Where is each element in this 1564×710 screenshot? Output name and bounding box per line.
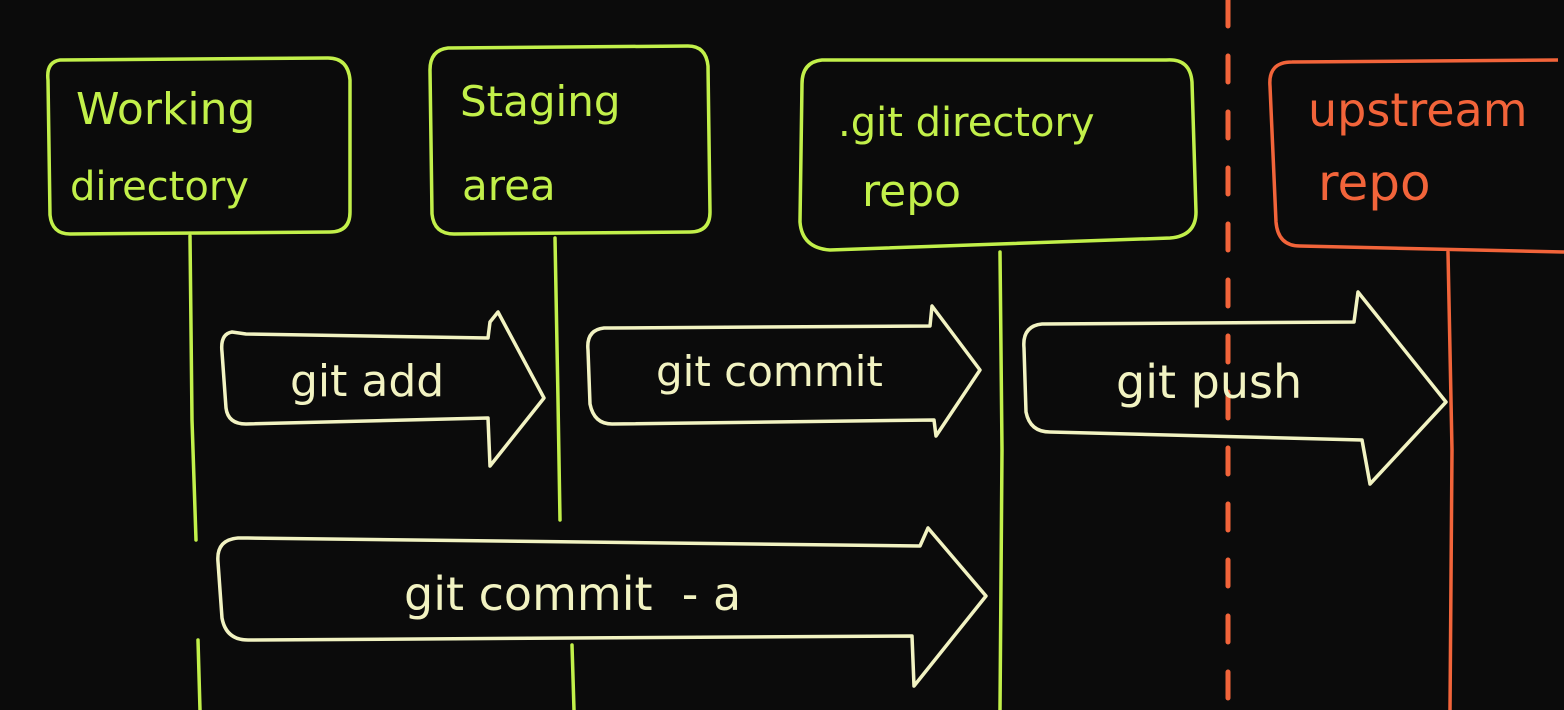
area-upstream-label-2: repo bbox=[1318, 154, 1431, 212]
area-gitdir-box bbox=[798, 58, 1198, 252]
arrow-git-add-label: git add bbox=[290, 356, 444, 407]
area-working-box bbox=[46, 56, 352, 236]
area-working-label-2: directory bbox=[70, 164, 249, 210]
area-staging-box bbox=[428, 44, 712, 236]
lifeline-gitdir bbox=[998, 250, 1004, 710]
arrow-git-push: git push bbox=[1022, 290, 1448, 486]
area-gitdir-label-1: .git directory bbox=[838, 100, 1095, 146]
arrow-git-commit-a-label: git commit - a bbox=[404, 567, 741, 621]
arrow-git-commit-shape bbox=[586, 304, 982, 438]
arrow-git-commit-a-shape bbox=[216, 526, 988, 688]
lifeline-working bbox=[188, 234, 202, 710]
arrow-git-add: git add bbox=[219, 310, 546, 468]
area-upstream-label-1: upstream bbox=[1308, 83, 1528, 137]
area-working: Working directory bbox=[46, 56, 352, 236]
arrow-git-commit-label: git commit bbox=[656, 347, 883, 396]
lifeline-upstream bbox=[1446, 250, 1454, 710]
arrow-git-add-shape bbox=[219, 310, 546, 468]
area-upstream-box bbox=[1268, 58, 1564, 254]
arrow-git-commit-a: git commit - a bbox=[216, 526, 988, 688]
area-working-label-1: Working bbox=[76, 84, 255, 135]
lifeline-staging bbox=[553, 236, 576, 710]
area-staging-label-2: area bbox=[462, 161, 556, 210]
arrow-git-push-label: git push bbox=[1116, 355, 1302, 409]
lifelines bbox=[188, 234, 1454, 710]
area-upstream: upstream repo bbox=[1268, 58, 1564, 254]
area-staging-label-1: Staging bbox=[460, 77, 620, 126]
area-gitdir-label-2: repo bbox=[862, 166, 961, 217]
arrow-git-commit: git commit bbox=[586, 304, 982, 438]
area-gitdir: .git directory repo bbox=[798, 58, 1198, 252]
arrow-git-push-shape bbox=[1022, 290, 1448, 486]
area-staging: Staging area bbox=[428, 44, 712, 236]
